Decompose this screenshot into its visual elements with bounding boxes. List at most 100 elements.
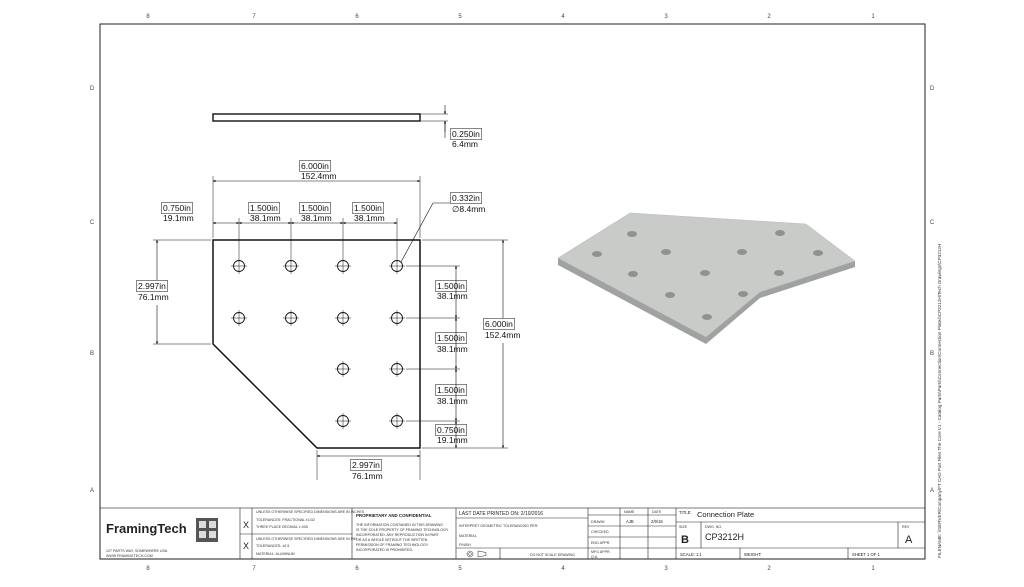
hole — [389, 258, 405, 274]
dimension-box — [450, 128, 482, 140]
hole — [335, 310, 351, 326]
zone-col-2: 2 — [767, 14, 771, 20]
col-name-header: NAME — [624, 510, 635, 514]
zone-labels-bottom: 8 7 6 5 4 3 2 1 — [146, 566, 875, 572]
dim-pitch-3-in: 1.500in — [354, 203, 382, 213]
logo-caption-1: 127 PARTS WAY, SOMEWHERE USA — [106, 549, 168, 553]
hole — [389, 413, 405, 429]
dim-right-pitch-3-in: 1.500in — [437, 385, 465, 395]
side-view: 0.250in 6.4mm — [212, 105, 482, 149]
dwg-no-label: DWG. NO. — [705, 525, 722, 529]
dimension-box — [136, 280, 168, 292]
dimension-box — [299, 160, 331, 172]
scale: SCALE: 1:1 — [680, 552, 703, 557]
dim-overall-height-mm: 152.4mm — [485, 330, 520, 340]
row-mfg-appr: MFG APPR. — [591, 550, 611, 554]
proprietary-line-6: INCORPORATED IS PROHIBITED. — [356, 548, 413, 552]
dimension-box — [161, 202, 193, 214]
zone-col-8: 8 — [146, 14, 150, 20]
filename-side-text: FILENAME: \\SERVER\Company\FT CAD Part F… — [937, 244, 942, 558]
sheet-count: SHEET 1 OF 1 — [852, 552, 881, 557]
note-3: THREE PLACE DECIMAL ±.005 — [256, 525, 308, 529]
dim-right-pitch-3-mm: 38.1mm — [437, 396, 468, 406]
material-label: MATERIAL — [459, 534, 477, 538]
note-4: UNLESS OTHERWISE SPECIFIED DIMENSIONS AR… — [256, 537, 357, 541]
plate-outline — [212, 239, 421, 449]
dim-bottom-width-in: 2.997in — [352, 460, 380, 470]
revision: A — [905, 534, 913, 546]
row-drawn: DRAWN — [591, 520, 605, 524]
zone-col-5-bottom: 5 — [458, 566, 462, 572]
logo-caption-2: WWW.FRAMINGTECH.COM — [106, 554, 153, 558]
col-date-header: DATE — [652, 510, 662, 514]
proprietary-line-1: THE INFORMATION CONTAINED IN THIS DRAWIN… — [356, 523, 443, 527]
dim-hole-dia-in: 0.332in — [452, 193, 480, 203]
zone-col-8-bottom: 8 — [146, 566, 150, 572]
dim-overall-height-in: 6.000in — [485, 319, 513, 329]
drawn-name: AJB — [626, 519, 634, 524]
dimension-box — [299, 202, 331, 214]
dim-left-height-in: 2.997in — [138, 281, 166, 291]
hole — [283, 258, 299, 274]
iso-holes — [592, 230, 823, 320]
proprietary-line-3: INCORPORATED. ANY REPRODUCTION IN PART — [356, 533, 440, 537]
row-qa: Q.A. — [591, 555, 598, 559]
hole — [283, 310, 299, 326]
zone-col-1: 1 — [871, 14, 875, 20]
dim-overall-width-mm: 152.4mm — [301, 171, 336, 181]
do-not-scale: DO NOT SCALE DRAWING — [530, 553, 575, 557]
hole — [389, 361, 405, 377]
dimension-box — [352, 202, 384, 214]
title-section: TITLE: Connection Plate SIZE B DWG. NO. … — [679, 510, 913, 557]
proprietary-line-2: IS THE SOLE PROPERTY OF FRAMING TECHNOLO… — [356, 528, 449, 532]
dim-left-edge-mm: 19.1mm — [163, 213, 194, 223]
title-label: TITLE: — [679, 510, 692, 515]
dim-thickness-in: 0.250in — [452, 129, 480, 139]
zone-col-7: 7 — [252, 14, 256, 20]
note-1: UNLESS OTHERWISE SPECIFIED DIMENSIONS AR… — [256, 510, 365, 514]
note-2: TOLERANCES: FRACTIONAL ±1/32 — [256, 518, 315, 522]
approvals-table: NAME DATE DRAWN CHECKED ENG APPR. MFG AP… — [591, 510, 663, 559]
zone-col-3-bottom: 3 — [664, 566, 668, 572]
dim-right-pitch-1-in: 1.500in — [437, 281, 465, 291]
isometric-view — [557, 212, 856, 344]
drawing-title: Connection Plate — [697, 510, 754, 519]
zone-row-d: D — [90, 86, 95, 92]
row-eng-appr: ENG APPR. — [591, 541, 610, 545]
dim-pitch-2-in: 1.500in — [301, 203, 329, 213]
dim-pitch-1-mm: 38.1mm — [250, 213, 281, 223]
dimension-box — [435, 332, 467, 344]
hole — [231, 258, 247, 274]
proprietary-line-4: OR AS A WHOLE WITHOUT THE WRITTEN — [356, 538, 428, 542]
weight-label: WEIGHT: — [744, 552, 761, 557]
hole — [335, 413, 351, 429]
zone-col-2-bottom: 2 — [767, 566, 771, 572]
dim-right-pitch-1-mm: 38.1mm — [437, 291, 468, 301]
rev-label: REV — [902, 525, 910, 529]
zone-col-3: 3 — [664, 14, 668, 20]
zone-row-a: A — [90, 488, 94, 494]
dim-thickness-mm: 6.4mm — [452, 139, 478, 149]
dim-hole-dia-mm: ∅8.4mm — [452, 204, 485, 214]
zone-col-4-bottom: 4 — [561, 566, 565, 572]
dimension-box — [435, 384, 467, 396]
finish-label: FINISH — [459, 543, 471, 547]
row-checked: CHECKED — [591, 530, 609, 534]
zone-row-c-right: C — [930, 220, 935, 226]
hole — [231, 310, 247, 326]
zone-row-d-right: D — [930, 86, 935, 92]
last-printed: LAST DATE PRINTED ON: 2/10/2016 — [459, 511, 543, 517]
interpret-label: INTERPRET GEOMETRIC TOLERANCING PER: — [459, 524, 538, 528]
zone-col-6-bottom: 6 — [355, 566, 359, 572]
dim-right-pitch-2-in: 1.500in — [437, 333, 465, 343]
drawn-date: 2/9/16 — [651, 519, 663, 524]
hole — [335, 361, 351, 377]
dim-pitch-1-in: 1.500in — [250, 203, 278, 213]
dimension-box — [435, 424, 467, 436]
dim-overall-width-in: 6.000in — [301, 161, 329, 171]
projection-symbol-icon — [466, 550, 487, 558]
print-info-block: LAST DATE PRINTED ON: 2/10/2016 INTERPRE… — [459, 511, 575, 558]
dwg-no: CP3212H — [705, 532, 744, 542]
x-mark-mm: X — [243, 541, 249, 551]
